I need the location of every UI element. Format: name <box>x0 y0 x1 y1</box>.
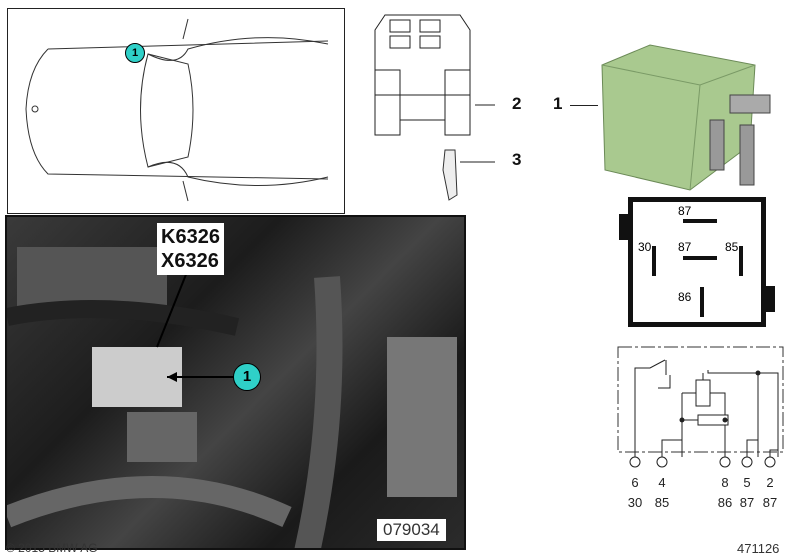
pin-blade <box>683 219 717 223</box>
photo-id-label: 079034 <box>377 519 446 541</box>
pin-label: 85 <box>725 240 739 254</box>
pin-blade <box>700 287 704 317</box>
photo-callout-1: 1 <box>233 363 261 391</box>
copyright: © 2015 BMW AG <box>6 541 98 555</box>
pin-blade <box>739 246 743 276</box>
callout-1-leader <box>570 105 598 106</box>
car-outline <box>25 18 329 202</box>
callout-2: 2 <box>512 94 522 113</box>
relay-designation-label: K6326 X6326 <box>157 223 224 275</box>
engine-bay-photo: K6326 X6326 1 079034 <box>5 215 466 550</box>
pin-layout-tab-right <box>765 286 775 312</box>
relay-pin-layout: 87 30 87 85 86 <box>619 197 775 327</box>
pin-blade <box>683 256 717 260</box>
relay-circuit-schematic <box>617 346 784 468</box>
car-location-panel: 1 <box>7 8 345 214</box>
connector-housing-drawing <box>374 14 495 201</box>
relay-code: K6326 <box>161 226 220 248</box>
connector-code: X6326 <box>161 250 219 272</box>
relay-drawing <box>601 44 771 191</box>
callout-1: 1 <box>553 94 563 113</box>
pin-label: 87 <box>678 204 692 218</box>
pin-layout-tab-left <box>619 214 629 240</box>
photo-detail <box>7 247 457 548</box>
diagram-id: 471126 <box>737 541 780 556</box>
callout-3: 3 <box>512 150 522 169</box>
pin-label: 30 <box>638 240 652 254</box>
car-callout-1: 1 <box>125 43 145 63</box>
pin-blade <box>652 246 656 276</box>
pin-label: 86 <box>678 290 692 304</box>
pin-label: 87 <box>678 240 692 254</box>
